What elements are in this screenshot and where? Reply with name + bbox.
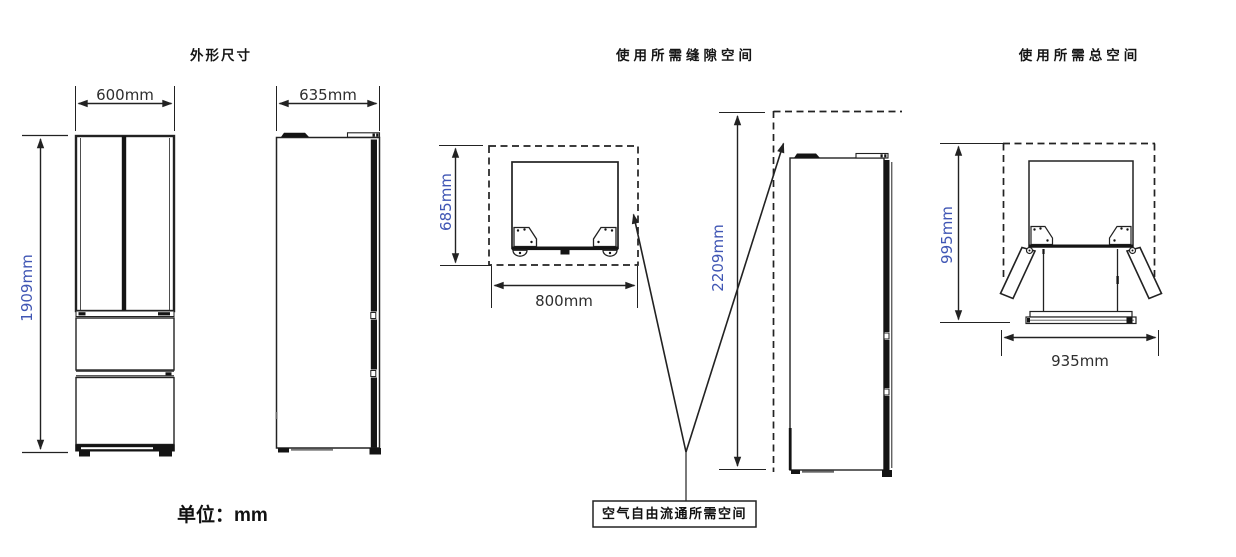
section-title-gap-space: 使用所需缝隙空间 xyxy=(616,48,756,63)
total-space-top-view-drawing xyxy=(999,142,1163,325)
height-dimension xyxy=(22,134,68,454)
front-view-drawing xyxy=(74,134,176,457)
gap-height-dimension xyxy=(719,111,766,471)
air-circulation-label: 空气自由流通所需空间 xyxy=(601,506,747,521)
total-depth-dim-label: 995mm xyxy=(938,206,956,264)
front-width-dimension xyxy=(75,86,175,131)
height-dim-label: 1909mm xyxy=(18,254,36,322)
side-depth-dimension xyxy=(276,86,380,131)
section-title-outline-dimensions: 外形尺寸 xyxy=(190,48,252,63)
total-width-dim-label: 935mm xyxy=(1051,352,1109,370)
gap-depth-dim-label: 685mm xyxy=(437,173,455,231)
clearance-side-view-drawing xyxy=(772,110,902,477)
gap-width-dimension xyxy=(491,266,638,308)
side-depth-dim-label: 635mm xyxy=(299,86,357,104)
total-width-dimension xyxy=(1001,330,1159,356)
unit-label: 单位：mm xyxy=(177,505,268,526)
air-circulation-callout xyxy=(592,142,785,528)
gap-width-dim-label: 800mm xyxy=(535,292,593,310)
clearance-top-view-drawing xyxy=(488,145,639,266)
front-width-dim-label: 600mm xyxy=(96,86,154,104)
gap-depth-dimension xyxy=(439,144,491,267)
section-title-total-space: 使用所需总空间 xyxy=(1018,48,1142,63)
gap-height-dim-label: 2209mm xyxy=(709,224,727,292)
total-depth-dimension xyxy=(940,142,1010,324)
side-view-drawing xyxy=(275,132,381,455)
